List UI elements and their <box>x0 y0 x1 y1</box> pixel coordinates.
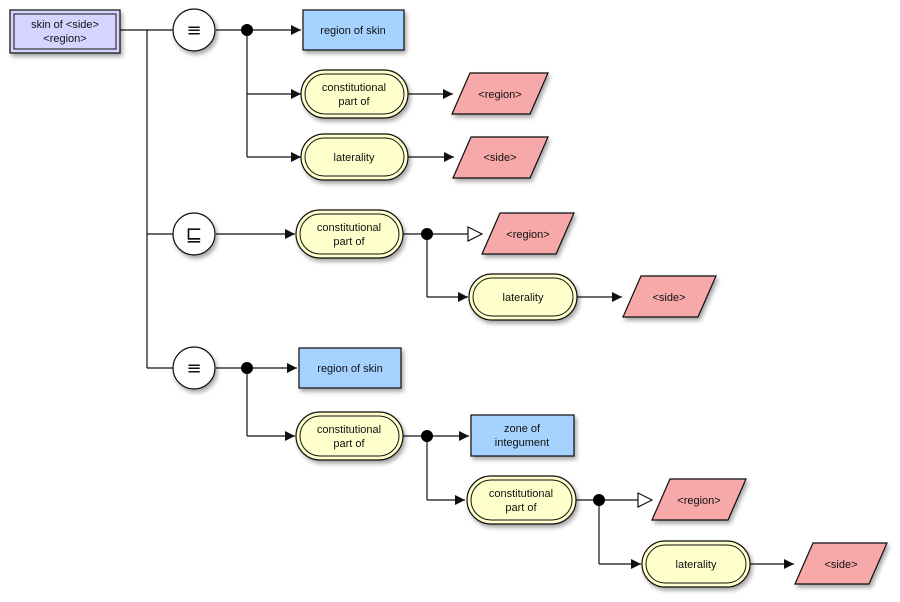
role-label: laterality <box>334 152 375 164</box>
role-label-line1: constitutional <box>489 488 553 500</box>
filler-label: <side> <box>824 559 857 571</box>
filler-label: <side> <box>652 292 685 304</box>
role-label: laterality <box>503 292 544 304</box>
junction-dot <box>593 494 605 506</box>
filler-side[interactable]: <side> <box>794 542 888 585</box>
role-laterality[interactable]: laterality <box>468 273 578 321</box>
junction-dot <box>421 228 433 240</box>
role-label-line2: part of <box>338 96 370 108</box>
equivalence-operator[interactable]: ≡ <box>172 346 216 390</box>
role-label-line1: constitutional <box>322 82 386 94</box>
role-label-line2: part of <box>333 236 365 248</box>
role-constitutional-part-of[interactable]: constitutional part of <box>466 475 577 525</box>
role-label-line1: constitutional <box>317 222 381 234</box>
subsumption-operator[interactable]: ⊑ <box>172 212 216 256</box>
equivalence-symbol: ≡ <box>186 358 201 379</box>
junction-dot <box>241 24 253 36</box>
junction-dot <box>421 430 433 442</box>
equivalence-symbol: ≡ <box>186 20 201 41</box>
junction-dot <box>241 362 253 374</box>
filler-side[interactable]: <side> <box>622 275 717 318</box>
filler-label: <region> <box>478 89 521 101</box>
role-label-line2: part of <box>333 438 365 450</box>
filler-label: <side> <box>483 152 516 164</box>
junction-dots <box>241 24 605 506</box>
root-concept-node[interactable]: skin of <side> <region> <box>9 9 121 54</box>
role-label: laterality <box>676 559 717 571</box>
role-constitutional-part-of[interactable]: constitutional part of <box>295 209 404 259</box>
filler-side[interactable]: <side> <box>452 136 549 179</box>
concept-label: region of skin <box>320 25 385 37</box>
role-label-line2: part of <box>505 502 537 514</box>
concept-region-of-skin[interactable]: region of skin <box>302 9 405 51</box>
filler-region[interactable]: <region> <box>481 212 575 255</box>
filler-label: <region> <box>677 495 720 507</box>
concept-region-of-skin[interactable]: region of skin <box>298 347 402 389</box>
role-laterality[interactable]: laterality <box>641 540 751 588</box>
filler-region[interactable]: <region> <box>651 478 747 521</box>
role-constitutional-part-of[interactable]: constitutional part of <box>295 411 404 461</box>
filler-label: <region> <box>506 229 549 241</box>
connectors <box>120 25 794 569</box>
role-constitutional-part-of[interactable]: constitutional part of <box>300 69 409 119</box>
filler-region[interactable]: <region> <box>451 72 549 115</box>
concept-label-line1: zone of <box>504 423 541 435</box>
role-laterality[interactable]: laterality <box>300 133 409 181</box>
concept-label-line2: integument <box>495 437 549 449</box>
role-label-line1: constitutional <box>317 424 381 436</box>
equivalence-operator[interactable]: ≡ <box>172 8 216 52</box>
root-label-line1: skin of <side> <box>31 19 99 31</box>
concept-zone-of-integument[interactable]: zone of integument <box>470 414 575 457</box>
subsumption-symbol: ⊑ <box>186 222 203 246</box>
root-label-line2: <region> <box>43 33 86 45</box>
concept-label: region of skin <box>317 363 382 375</box>
